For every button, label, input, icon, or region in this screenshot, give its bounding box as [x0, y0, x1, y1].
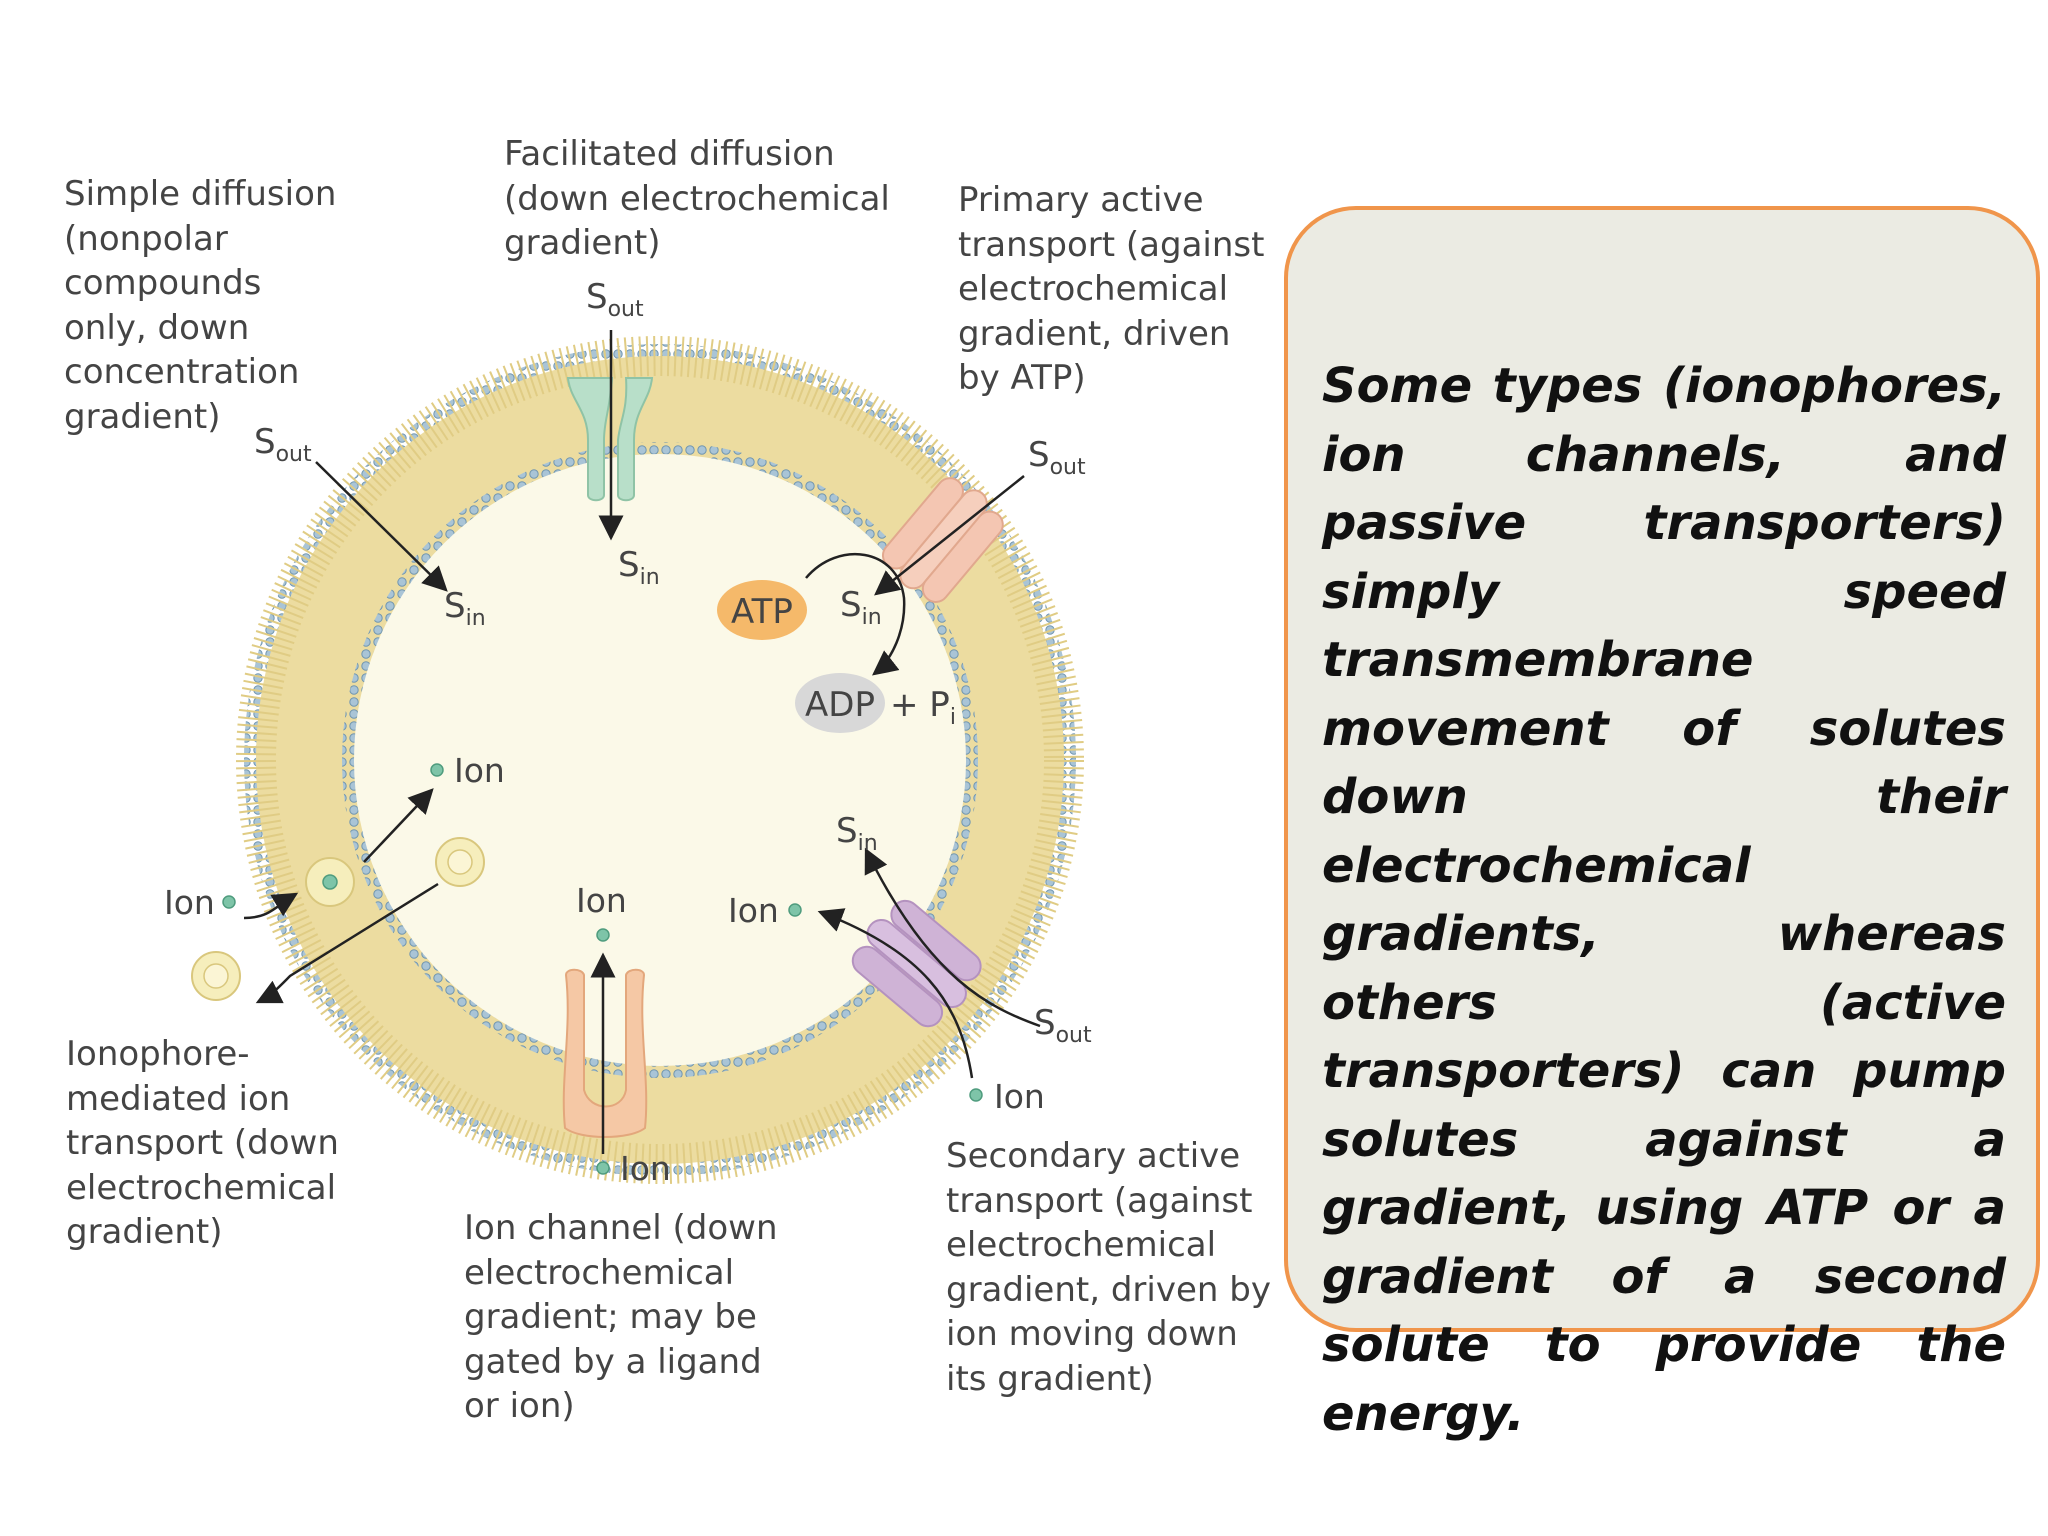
ion-channel — [562, 968, 648, 1138]
label-facilitated-diffusion: Facilitated diffusion(down electrochemic… — [504, 132, 890, 266]
label-line: Simple diffusion — [64, 174, 337, 214]
facilitated-channel — [566, 377, 654, 502]
label-line: Ionophore- — [66, 1034, 250, 1074]
ion-label-symport-out: Ion — [994, 1077, 1045, 1116]
symporter — [851, 899, 982, 1028]
arrow-symport-ion — [817, 908, 974, 1079]
label-line: electrochemical — [66, 1167, 337, 1208]
label-line: concentration — [64, 352, 300, 392]
arrow-primary-substrate — [874, 475, 1025, 596]
label-line: Primary active — [958, 180, 1204, 220]
label-line: gradient, driven — [958, 313, 1231, 354]
label-line: gradient; may be — [464, 1297, 757, 1337]
label-line: (down electrochemical — [504, 178, 890, 219]
ion-dot-ionophore-in — [430, 763, 444, 777]
label-line: gradient) — [66, 1212, 223, 1252]
label-line: mediated ion — [66, 1078, 291, 1119]
label-line: only, down — [64, 307, 250, 348]
ion-dot-ionophore-out — [222, 895, 236, 909]
arrow-ionophore-in-2 — [363, 788, 434, 863]
s-labels: Sout Sin Sout Sin Sout Sin Sin Sout — [254, 277, 1092, 1048]
s-out-primary: Sout — [1028, 435, 1086, 480]
adp-label: ADP — [805, 685, 875, 725]
s-out-facilitated: Sout — [586, 277, 644, 322]
ion-dot-channel-in — [596, 928, 610, 942]
s-out-simple: Sout — [254, 422, 312, 467]
label-line: or ion) — [464, 1386, 575, 1426]
s-in-primary: Sin — [840, 585, 882, 630]
cell-membrane — [236, 336, 1084, 1184]
pi-label: + Pi — [890, 685, 956, 730]
ion-dots — [222, 763, 983, 1175]
arrow-symport-substrate — [864, 847, 1041, 1028]
note-box — [1284, 206, 2040, 1332]
label-line: Secondary active — [946, 1136, 1241, 1176]
label-line: transport (down — [66, 1123, 339, 1163]
adp-ellipse — [795, 673, 885, 733]
label-line: gated by a ligand — [464, 1341, 762, 1382]
label-line: Facilitated diffusion — [504, 134, 835, 174]
arrow-ionophore-in-1 — [243, 892, 299, 920]
label-line: gradient, driven by — [946, 1269, 1271, 1310]
label-line: electrochemical — [946, 1225, 1217, 1265]
ion-label-symport-in: Ion — [728, 891, 779, 930]
atp-ellipse — [717, 580, 807, 640]
label-line: Ion channel (down — [464, 1208, 778, 1248]
ionophore-carriers — [191, 837, 485, 1001]
label-line: electrochemical — [958, 269, 1229, 309]
label-line: compounds — [64, 263, 262, 303]
label-line: its gradient) — [946, 1358, 1154, 1399]
s-out-secondary: Sout — [1034, 1003, 1092, 1048]
ion-label-ionophore-in: Ion — [454, 751, 505, 790]
ion-label-channel-in: Ion — [576, 881, 627, 920]
ion-dot-symport-out — [969, 1088, 983, 1102]
label-line: ion moving down — [946, 1314, 1238, 1354]
label-line: electrochemical — [464, 1252, 735, 1293]
atp-label: ATP — [731, 592, 793, 632]
ion-label-ionophore-out: Ion — [164, 883, 215, 922]
ion-dot-channel-out — [596, 1161, 610, 1175]
s-in-facilitated: Sin — [618, 545, 660, 590]
arrow-atp-hydrolysis — [805, 553, 906, 676]
label-line: gradient) — [64, 396, 221, 437]
arrow-simple-diffusion — [315, 461, 448, 592]
arrow-ionophore-out — [255, 882, 439, 1004]
ion-label-channel-out: Ion — [620, 1149, 671, 1188]
cytoplasm — [354, 454, 966, 1066]
label-line: by ATP) — [958, 358, 1086, 398]
membrane-tails — [236, 336, 1084, 1184]
label-line: (nonpolar — [64, 218, 228, 259]
ion-labels: Ion Ion Ion Ion Ion Ion — [164, 751, 1045, 1188]
label-line: gradient) — [504, 223, 661, 263]
label-line: transport (against — [958, 224, 1265, 265]
s-in-secondary: Sin — [836, 811, 878, 856]
label-line: transport (against — [946, 1180, 1253, 1221]
s-in-simple: Sin — [444, 586, 486, 631]
arrows — [243, 330, 1041, 1154]
ion-dot-symport-in — [788, 903, 802, 917]
note-text: Some types (ionophores, ion channels, an… — [1322, 358, 2006, 1442]
